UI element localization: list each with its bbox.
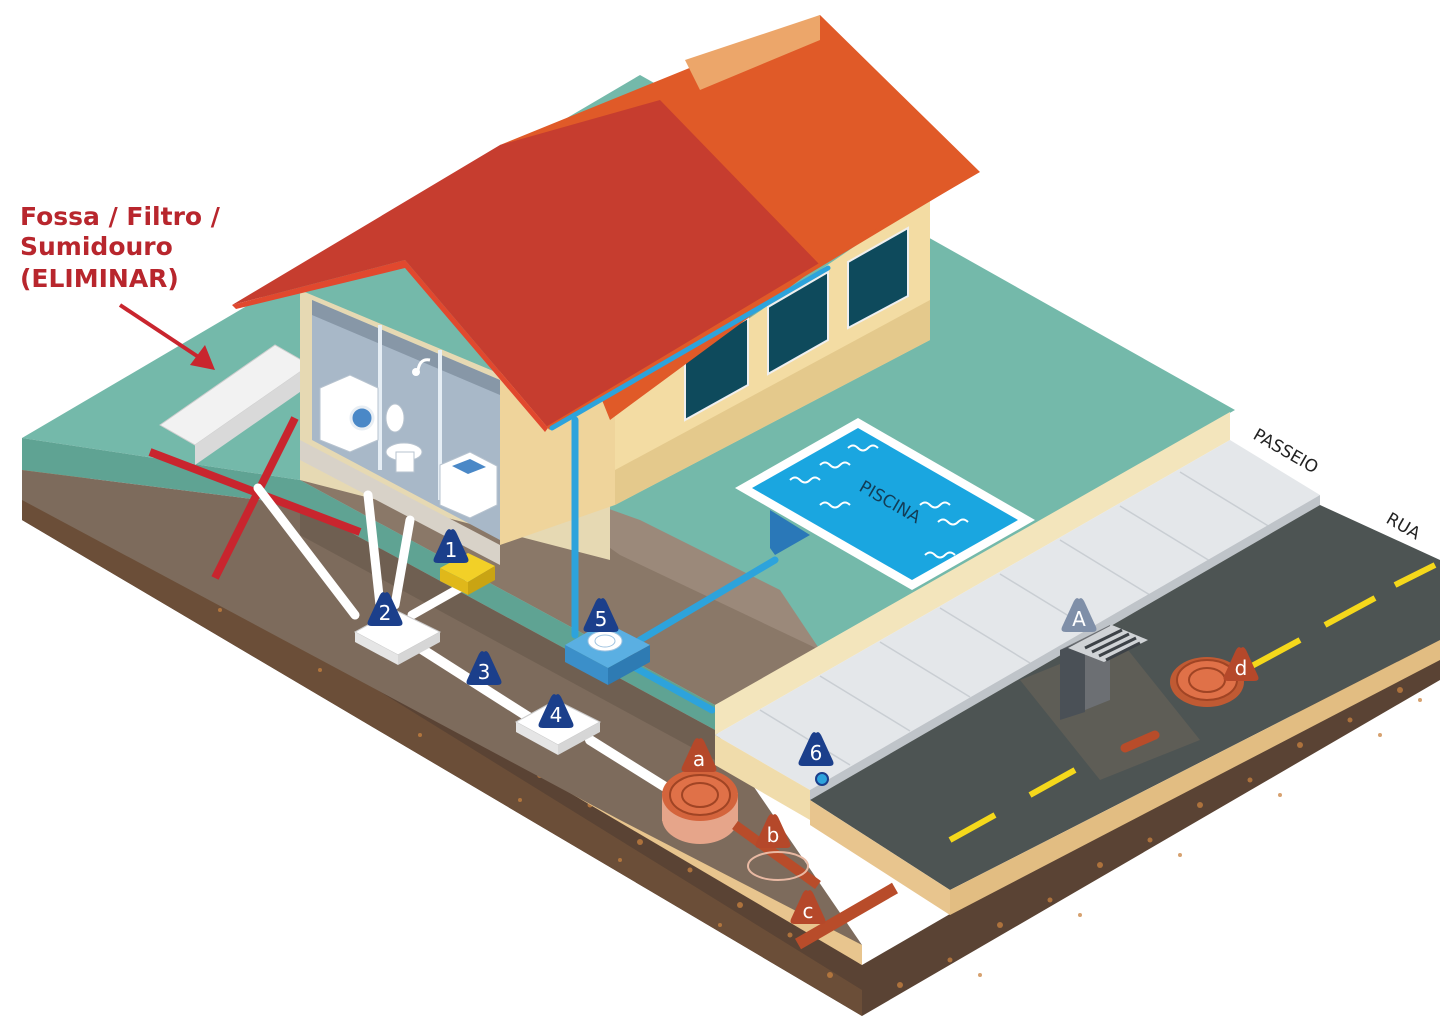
marker-label: b <box>767 823 780 847</box>
marker-label: 6 <box>810 741 823 765</box>
marker-label: 5 <box>595 607 608 631</box>
marker-label: 3 <box>478 660 491 684</box>
marker-label: 1 <box>445 538 458 562</box>
curb-outlet <box>816 773 828 785</box>
title-line-2: Sumidouro <box>20 232 173 261</box>
title-line-1: Fossa / Filtro / <box>20 202 221 231</box>
marker-label: d <box>1235 656 1248 680</box>
marker-label: A <box>1072 607 1086 631</box>
marker-label: 2 <box>379 601 392 625</box>
sink-cabinet-icon <box>440 452 497 518</box>
marker-label: c <box>803 899 814 923</box>
marker-label: a <box>693 747 705 771</box>
marker-label: 4 <box>550 703 563 727</box>
title-line-3: (ELIMINAR) <box>20 264 179 293</box>
washing-machine-icon <box>320 375 378 452</box>
